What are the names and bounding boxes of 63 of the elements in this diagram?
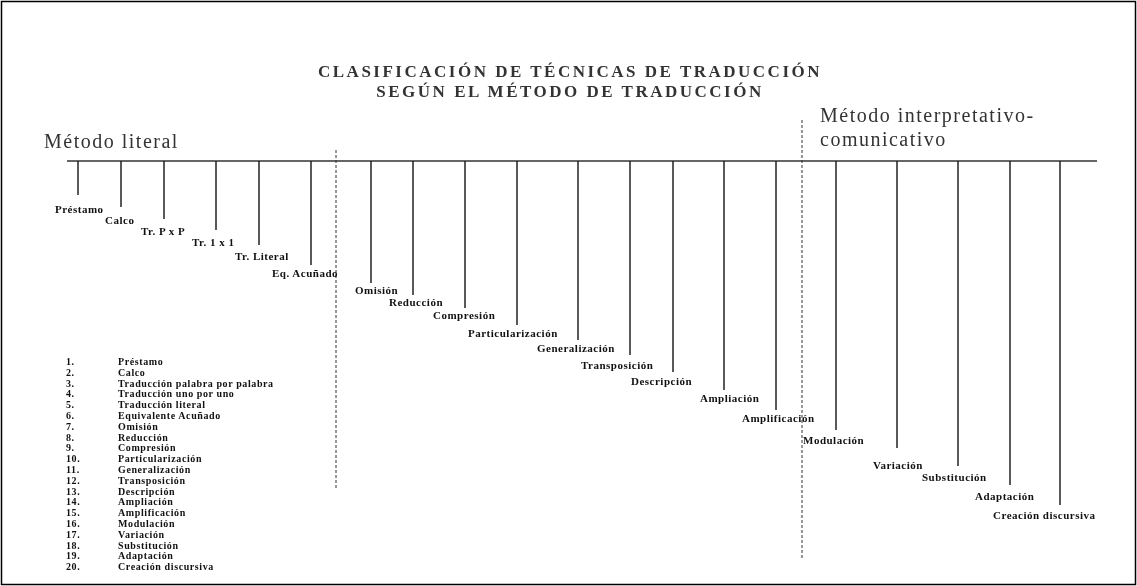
section-heading: Método interpretativo-comunicativo	[820, 103, 1036, 151]
technique-label: Generalización	[537, 342, 615, 354]
list-number: 5.	[66, 399, 75, 411]
list-number: 7.	[66, 420, 75, 432]
technique-label: Calco	[105, 214, 135, 226]
technique-label: Tr. Literal	[235, 250, 289, 262]
list-item: Descripción	[118, 485, 176, 497]
list-number: 8.	[66, 431, 75, 443]
technique-label: Tr. P x P	[141, 225, 186, 237]
list-number: 2.	[66, 366, 75, 378]
list-number: 19.	[66, 550, 81, 562]
list-number: 14.	[66, 496, 81, 508]
list-item: Calco	[118, 366, 146, 378]
list-number: 12.	[66, 474, 81, 486]
technique-label: Ampliación	[700, 392, 760, 404]
list-number: 6.	[66, 410, 75, 421]
list-number: 3.	[66, 377, 75, 389]
technique-label: Descripción	[631, 375, 693, 387]
list-item: Equivalente Acuñado	[118, 410, 221, 421]
technique-label: Reducción	[389, 296, 443, 308]
technique-label: Omisión	[355, 284, 399, 296]
list-item: Modulación	[118, 518, 176, 529]
section-heading: Método literal	[44, 130, 179, 153]
technique-label: Adaptación	[975, 490, 1035, 502]
list-number: 4.	[66, 388, 75, 400]
list-item: Adaptación	[118, 550, 174, 562]
list-number: 13.	[66, 485, 81, 497]
list-item: Traducción palabra por palabra	[118, 377, 274, 389]
list-number: 20.	[66, 561, 81, 573]
list-item: Ampliación	[118, 496, 174, 508]
list-number: 18.	[66, 539, 81, 551]
list-item: Omisión	[118, 420, 159, 432]
list-item: Creación discursiva	[118, 561, 214, 573]
list-item: Variación	[118, 528, 165, 540]
technique-label: Creación discursiva	[993, 509, 1096, 521]
technique-label: Eq. Acuñado	[272, 267, 339, 279]
technique-label: Variación	[873, 459, 923, 471]
list-item: Préstamo	[118, 356, 164, 367]
list-item: Particularización	[118, 453, 203, 465]
list-item: Substitución	[118, 539, 179, 551]
technique-label: Transposición	[581, 359, 654, 371]
list-number: 15.	[66, 507, 81, 519]
technique-label: Modulación	[803, 434, 865, 446]
technique-label: Particularización	[468, 327, 558, 339]
title: CLASIFICACIÓN DE TÉCNICAS DE TRADUCCIÓN SEGÚN EL MÉTODO DE TRADUCCIÓN	[317, 62, 823, 102]
technique-label: Substitución	[922, 471, 987, 483]
list-item: Generalización	[118, 464, 191, 475]
list-item: Transposición	[118, 474, 186, 486]
list-number: 11.	[66, 464, 80, 475]
list-item: Traducción uno por uno	[118, 388, 235, 400]
technique-label: Compresión	[433, 309, 496, 321]
technique-label: Amplificación	[742, 412, 815, 424]
list-number: 10.	[66, 453, 81, 465]
technique-label: Tr. 1 x 1	[192, 236, 235, 248]
list-item: Reducción	[118, 431, 169, 443]
list-item: Amplificación	[118, 507, 186, 519]
list-item: Compresión	[118, 442, 177, 454]
list-number: 17.	[66, 528, 81, 540]
list-number: 16.	[66, 518, 81, 529]
list-number: 1.	[66, 356, 75, 367]
list-number: 9.	[66, 442, 75, 454]
list-item: Traducción literal	[118, 399, 206, 411]
technique-label: Préstamo	[55, 203, 104, 215]
